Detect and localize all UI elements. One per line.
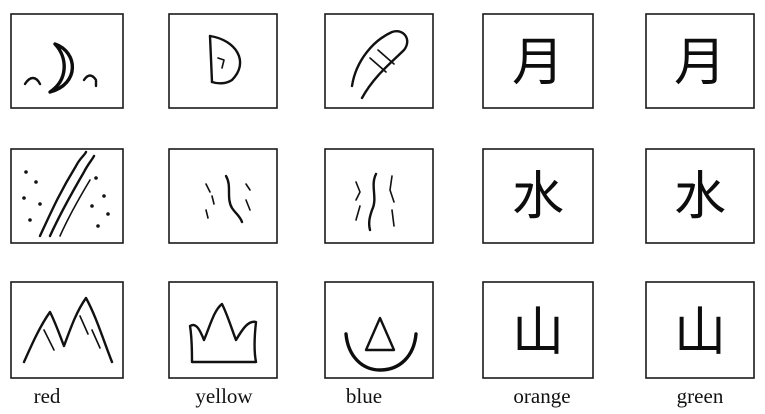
cell-moon-yellow — [169, 14, 277, 108]
cell-water-green: 水 — [646, 149, 754, 243]
cell-water-yellow — [169, 149, 277, 243]
mountain-character-orange: 山 — [512, 303, 564, 363]
moon-character-orange: 月 — [512, 33, 564, 93]
column-label-red: red — [34, 384, 61, 409]
cell-moon-orange: 月 — [483, 14, 593, 108]
cell-water-blue — [325, 149, 433, 243]
cell-mountain-green: 山 — [646, 282, 754, 378]
cell-water-red — [11, 149, 123, 243]
cell-water-orange: 水 — [483, 149, 593, 243]
row-water: 水 水 — [11, 149, 754, 243]
moon-character-green: 月 — [674, 33, 726, 93]
cell-mountain-red — [11, 282, 123, 378]
column-label-green: green — [677, 384, 724, 409]
water-character-green: 水 — [674, 167, 726, 227]
water-character-orange: 水 — [512, 167, 564, 227]
row-mountain: 山 山 — [11, 282, 754, 378]
cell-moon-red — [11, 14, 123, 108]
mountain-character-green: 山 — [674, 303, 726, 363]
column-label-orange: orange — [513, 384, 570, 409]
cell-moon-green: 月 — [646, 14, 754, 108]
column-label-blue: blue — [346, 384, 382, 409]
cell-mountain-orange: 山 — [483, 282, 593, 378]
row-moon: 月 月 — [11, 14, 754, 108]
cell-mountain-yellow — [169, 282, 277, 378]
column-label-yellow: yellow — [195, 384, 252, 409]
cell-moon-blue — [325, 14, 433, 108]
cell-mountain-blue — [325, 282, 433, 378]
